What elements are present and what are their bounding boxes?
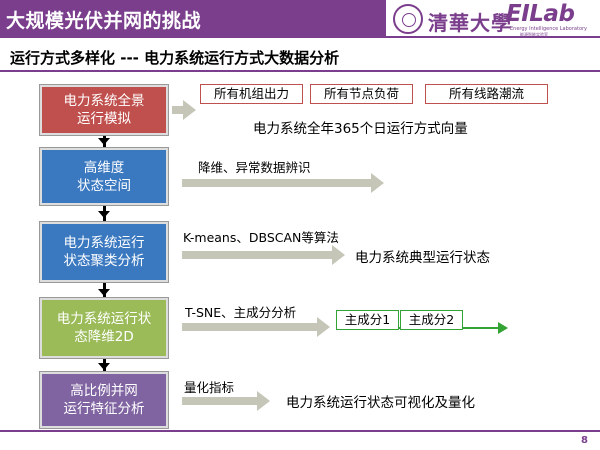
visualization-result: 电力系统运行状态可视化及量化 <box>286 395 475 411</box>
university-name: 清華大學 <box>428 11 512 35</box>
step-feature-analysis: 高比例并网 运行特征分析 <box>40 372 168 428</box>
right-arrow-icon <box>182 317 330 337</box>
seal-inner-ring <box>402 13 416 27</box>
down-arrow-icon <box>98 363 110 370</box>
right-arrow-icon <box>182 391 270 411</box>
footer-divider <box>0 430 600 432</box>
down-arrow-icon <box>98 211 110 218</box>
step-clustering-analysis: 电力系统运行 状态聚类分析 <box>40 222 168 282</box>
step-label: 电力系统运行 状态聚类分析 <box>63 235 145 269</box>
right-arrow-icon <box>172 100 196 120</box>
annual-vector-result: 电力系统全年365个日运行方式向量 <box>253 121 468 137</box>
typical-state-result: 电力系统典型运行状态 <box>355 250 490 266</box>
principal-component-1: 主成分1 <box>336 310 399 330</box>
method-tsne-pca: T-SNE、主成分分析 <box>185 305 297 320</box>
step-label: 电力系统运行状 态降维2D <box>56 311 152 345</box>
section-subtitle: 运行方式多样化 --- 电力系统运行方式大数据分析 <box>10 49 340 67</box>
step-label: 高维度 状态空间 <box>77 159 131 194</box>
method-quantitative-indicators: 量化指标 <box>184 380 235 395</box>
step-high-dim-state-space: 高维度 状态空间 <box>40 148 168 205</box>
right-arrow-icon <box>182 245 345 265</box>
right-arrow-icon <box>182 173 384 193</box>
vector-item-line-flow: 所有线路潮流 <box>425 84 548 104</box>
lab-logo-subtitle-cn: 能源智能实验室 <box>520 32 548 37</box>
down-arrow-icon <box>98 289 110 296</box>
header-bar <box>0 0 386 38</box>
subtitle-divider <box>0 70 600 72</box>
method-dimension-anomaly: 降维、异常数据辨识 <box>198 160 311 175</box>
vector-item-load: 所有节点负荷 <box>310 84 413 104</box>
page-number: 8 <box>581 435 588 446</box>
step-dimension-reduction: 电力系统运行状 态降维2D <box>40 298 168 358</box>
vector-item-generation: 所有机组出力 <box>200 84 303 104</box>
step-panorama-simulation: 电力系统全景 运行模拟 <box>40 85 168 135</box>
lab-logo-subtitle-en: Energy Intelligence Laboratory <box>510 26 588 32</box>
principal-axis-arrow-icon <box>498 322 508 334</box>
step-label: 电力系统全景 运行模拟 <box>63 93 145 127</box>
lab-logo: EILab <box>506 1 575 27</box>
step-label: 高比例并网 运行特征分析 <box>63 383 145 417</box>
slide-title: 大规模光伏并网的挑战 <box>6 10 202 32</box>
university-seal-icon <box>393 4 423 34</box>
down-arrow-icon <box>98 138 110 145</box>
method-clustering-algorithms: K-means、DBSCAN等算法 <box>183 230 339 245</box>
principal-component-2: 主成分2 <box>400 310 463 330</box>
